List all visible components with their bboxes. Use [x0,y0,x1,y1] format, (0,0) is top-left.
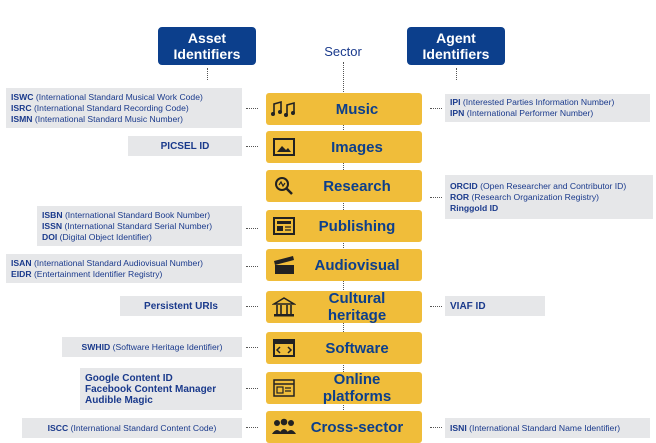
identifier-line: VIAF ID [450,300,486,312]
sector-label: Cultural heritage [327,290,387,324]
connector [430,197,442,198]
agent-box-cross-sector: ISNI (International Standard Name Identi… [445,418,650,438]
asset-header-connector [207,68,208,80]
asset-header-line1: Asset [187,30,227,46]
sector-cross-sector: Cross-sector [266,411,422,443]
connector [246,266,258,267]
agent-header-connector [456,68,457,80]
identifier-line: ISBN (International Standard Book Number… [42,209,211,220]
sector-label: Online platforms [322,371,392,405]
identifier-line: ROR (Research Organization Registry) [450,191,600,202]
sector-header: Sector [324,44,362,59]
identifier-line: ISNI (International Standard Name Identi… [450,422,621,433]
code-window-icon [270,337,298,359]
sector-label: Software [325,339,389,357]
asset-box-cultural-heritage: Persistent URIs [120,296,242,316]
sector-cultural-heritage: Cultural heritage [266,290,422,324]
asset-box-cross-sector: ISCC (International Standard Content Cod… [22,418,242,438]
clapperboard-icon [270,254,298,276]
connector [246,306,258,307]
asset-box-images: PICSEL ID [128,136,242,156]
sector-online-platforms: Online platforms [266,371,422,405]
people-group-icon [270,416,298,438]
agent-identifiers-header: Agent Identifiers [407,27,505,65]
identifier-line: ISRC (International Standard Recording C… [11,102,189,113]
sector-spine [343,62,344,432]
picture-icon [270,136,298,158]
asset-header-line2: Identifiers [173,46,241,62]
connector [430,427,442,428]
sector-music: Music [266,93,422,125]
connector [430,306,442,307]
magnifier-icon [270,175,298,197]
identifier-line: DOI (Digital Object Identifier) [42,231,152,242]
sector-label: Images [331,138,383,156]
connector [246,108,258,109]
browser-window-icon [270,377,298,399]
sector-images: Images [266,131,422,163]
sector-label: Publishing [318,217,396,235]
sector-audiovisual: Audiovisual [266,249,422,281]
museum-icon [270,296,298,318]
identifier-line: ISSN (International Standard Serial Numb… [42,220,213,231]
agent-box-research: ORCID (Open Researcher and Contributor I… [445,175,653,219]
newspaper-icon [270,215,298,237]
identifier-line: ISCC (International Standard Content Cod… [47,422,217,433]
sector-label: Audiovisual [314,256,400,274]
connector [246,228,258,229]
connector [246,146,258,147]
identifier-line: PICSEL ID [160,140,210,152]
asset-identifiers-header: Asset Identifiers [158,27,256,65]
identifier-line: ISMN (International Standard Music Numbe… [11,113,183,124]
sector-label: Research [323,177,391,195]
connector [246,388,258,389]
identifier-line: Persistent URIs [144,300,218,312]
identifier-line: Audible Magic [85,394,153,406]
agent-box-music: IPI (Interested Parties Information Numb… [445,94,650,122]
asset-box-online-platforms: Google Content ID Facebook Content Manag… [80,368,242,410]
asset-box-music: ISWC (International Standard Musical Wor… [6,88,242,128]
connector [430,108,442,109]
identifier-line: ISWC (International Standard Musical Wor… [11,91,203,102]
agent-box-cultural-heritage: VIAF ID [445,296,545,316]
music-notes-icon [270,98,298,120]
connector [246,347,258,348]
asset-box-audiovisual: ISAN (International Standard Audiovisual… [6,254,242,283]
sector-label: Cross-sector [310,418,404,436]
asset-box-publishing: ISBN (International Standard Book Number… [37,206,242,246]
identifier-line: EIDR (Entertainment Identifier Registry) [11,268,163,279]
identifier-line: SWHID (Software Heritage Identifier) [81,341,223,352]
connector [246,427,258,428]
identifier-line: IPN (International Performer Number) [450,108,594,118]
asset-box-software: SWHID (Software Heritage Identifier) [62,337,242,357]
identifier-line: IPI (Interested Parties Information Numb… [450,97,615,107]
agent-header-line1: Agent [436,30,476,46]
sector-software: Software [266,332,422,364]
sector-label: Music [335,100,379,118]
sector-research: Research [266,170,422,202]
identifier-line: Facebook Content Manager [85,383,217,395]
sector-publishing: Publishing [266,210,422,242]
identifier-line: ORCID (Open Researcher and Contributor I… [450,180,627,191]
identifier-line: Ringgold ID [450,202,499,213]
identifier-line: Google Content ID [85,372,173,384]
agent-header-line2: Identifiers [422,46,490,62]
identifier-line: ISAN (International Standard Audiovisual… [11,257,204,268]
